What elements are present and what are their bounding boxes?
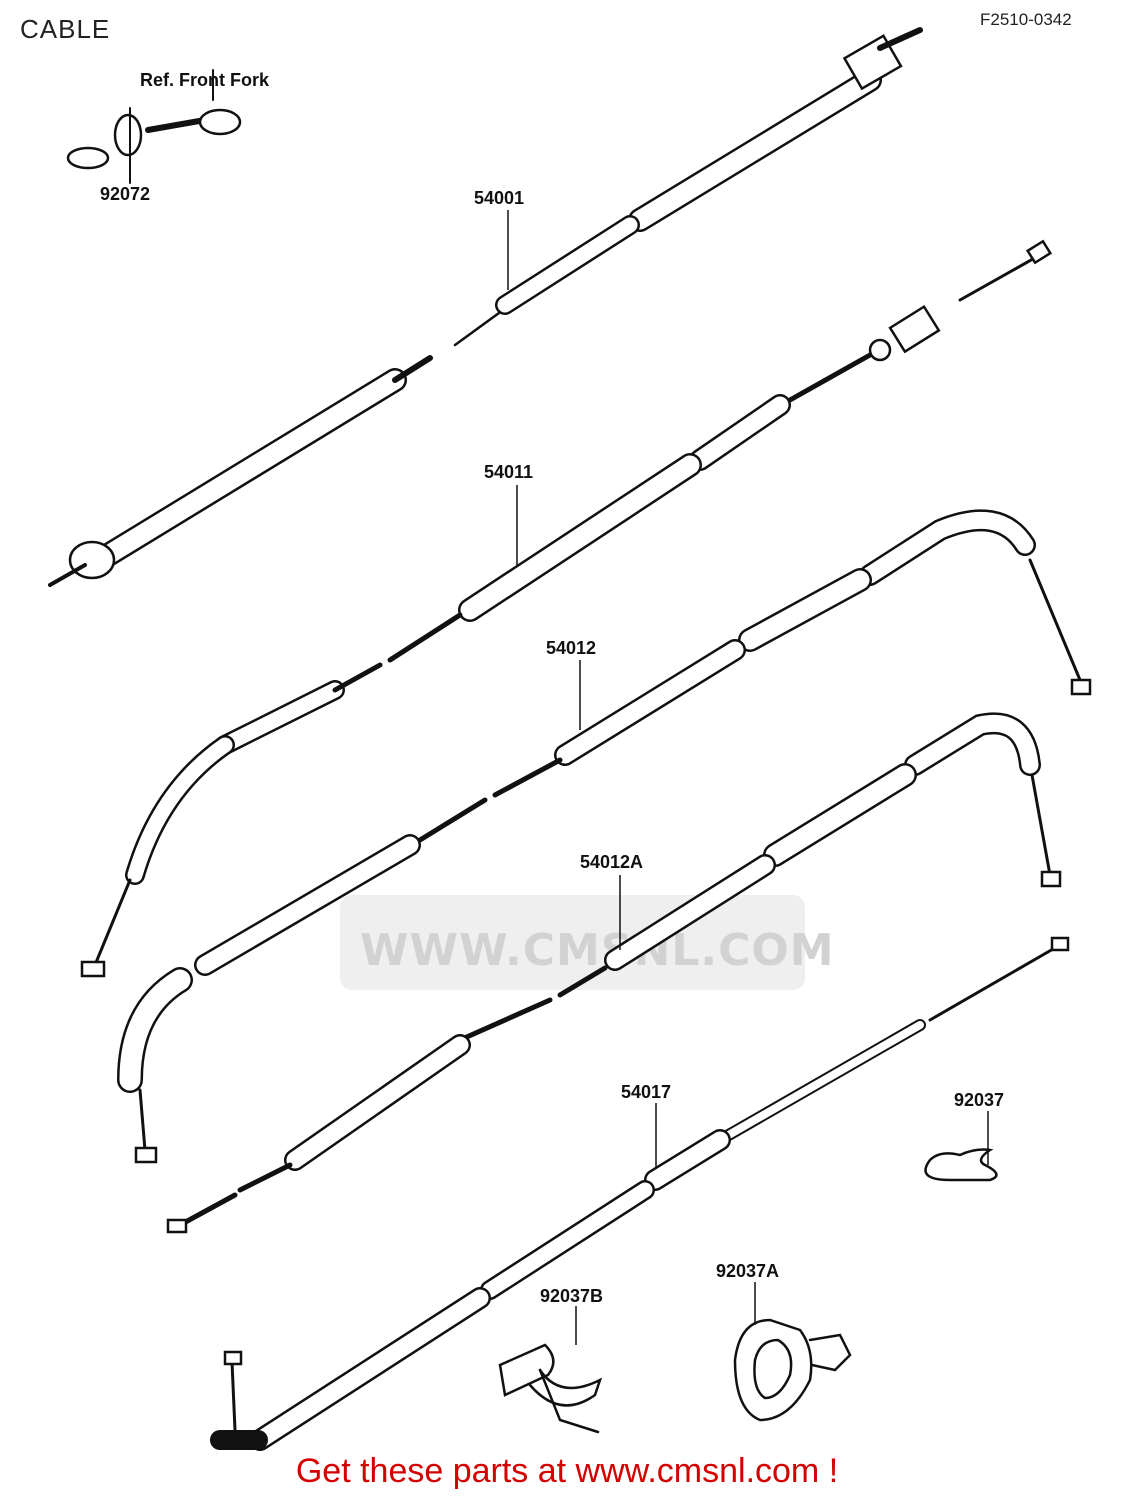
clamp-92037 [924, 1148, 998, 1182]
part-label-54017[interactable]: 54017 [621, 1082, 672, 1102]
footer-promo-link[interactable]: Get these parts at www.cmsnl.com ! [295, 1452, 839, 1490]
meter-cable-upper [453, 27, 923, 347]
part-label-54012a[interactable]: 54012A [580, 852, 644, 872]
part-label-92037a[interactable]: 92037A [716, 1261, 780, 1281]
choke-cable [210, 936, 1070, 1451]
part-label-54012[interactable]: 54012 [546, 638, 597, 658]
clamp-92037a [733, 1318, 852, 1422]
page-title: CABLE [20, 14, 111, 44]
throttle-cable-a [166, 712, 1062, 1234]
part-label-92037[interactable]: 92037 [954, 1090, 1005, 1110]
seal-92072 [66, 69, 242, 184]
part-label-92072[interactable]: 92072 [100, 184, 151, 204]
clamp-92037b [498, 1343, 603, 1434]
part-label-54011[interactable]: 54011 [484, 462, 534, 482]
watermark-text: WWW.CMSNL.COM [360, 925, 835, 976]
meter-cable-lower [48, 355, 433, 587]
watermark-banner [340, 895, 805, 990]
throttle-cable [117, 509, 1092, 1164]
part-label-54001[interactable]: 54001 [474, 188, 525, 208]
leader-lines [507, 210, 989, 1345]
ref-front-fork-label: Ref. Front Fork [140, 70, 269, 90]
clutch-cable [80, 239, 1053, 978]
part-label-92037b[interactable]: 92037B [540, 1286, 604, 1306]
diagram-code: F2510-0342 [980, 10, 1072, 29]
